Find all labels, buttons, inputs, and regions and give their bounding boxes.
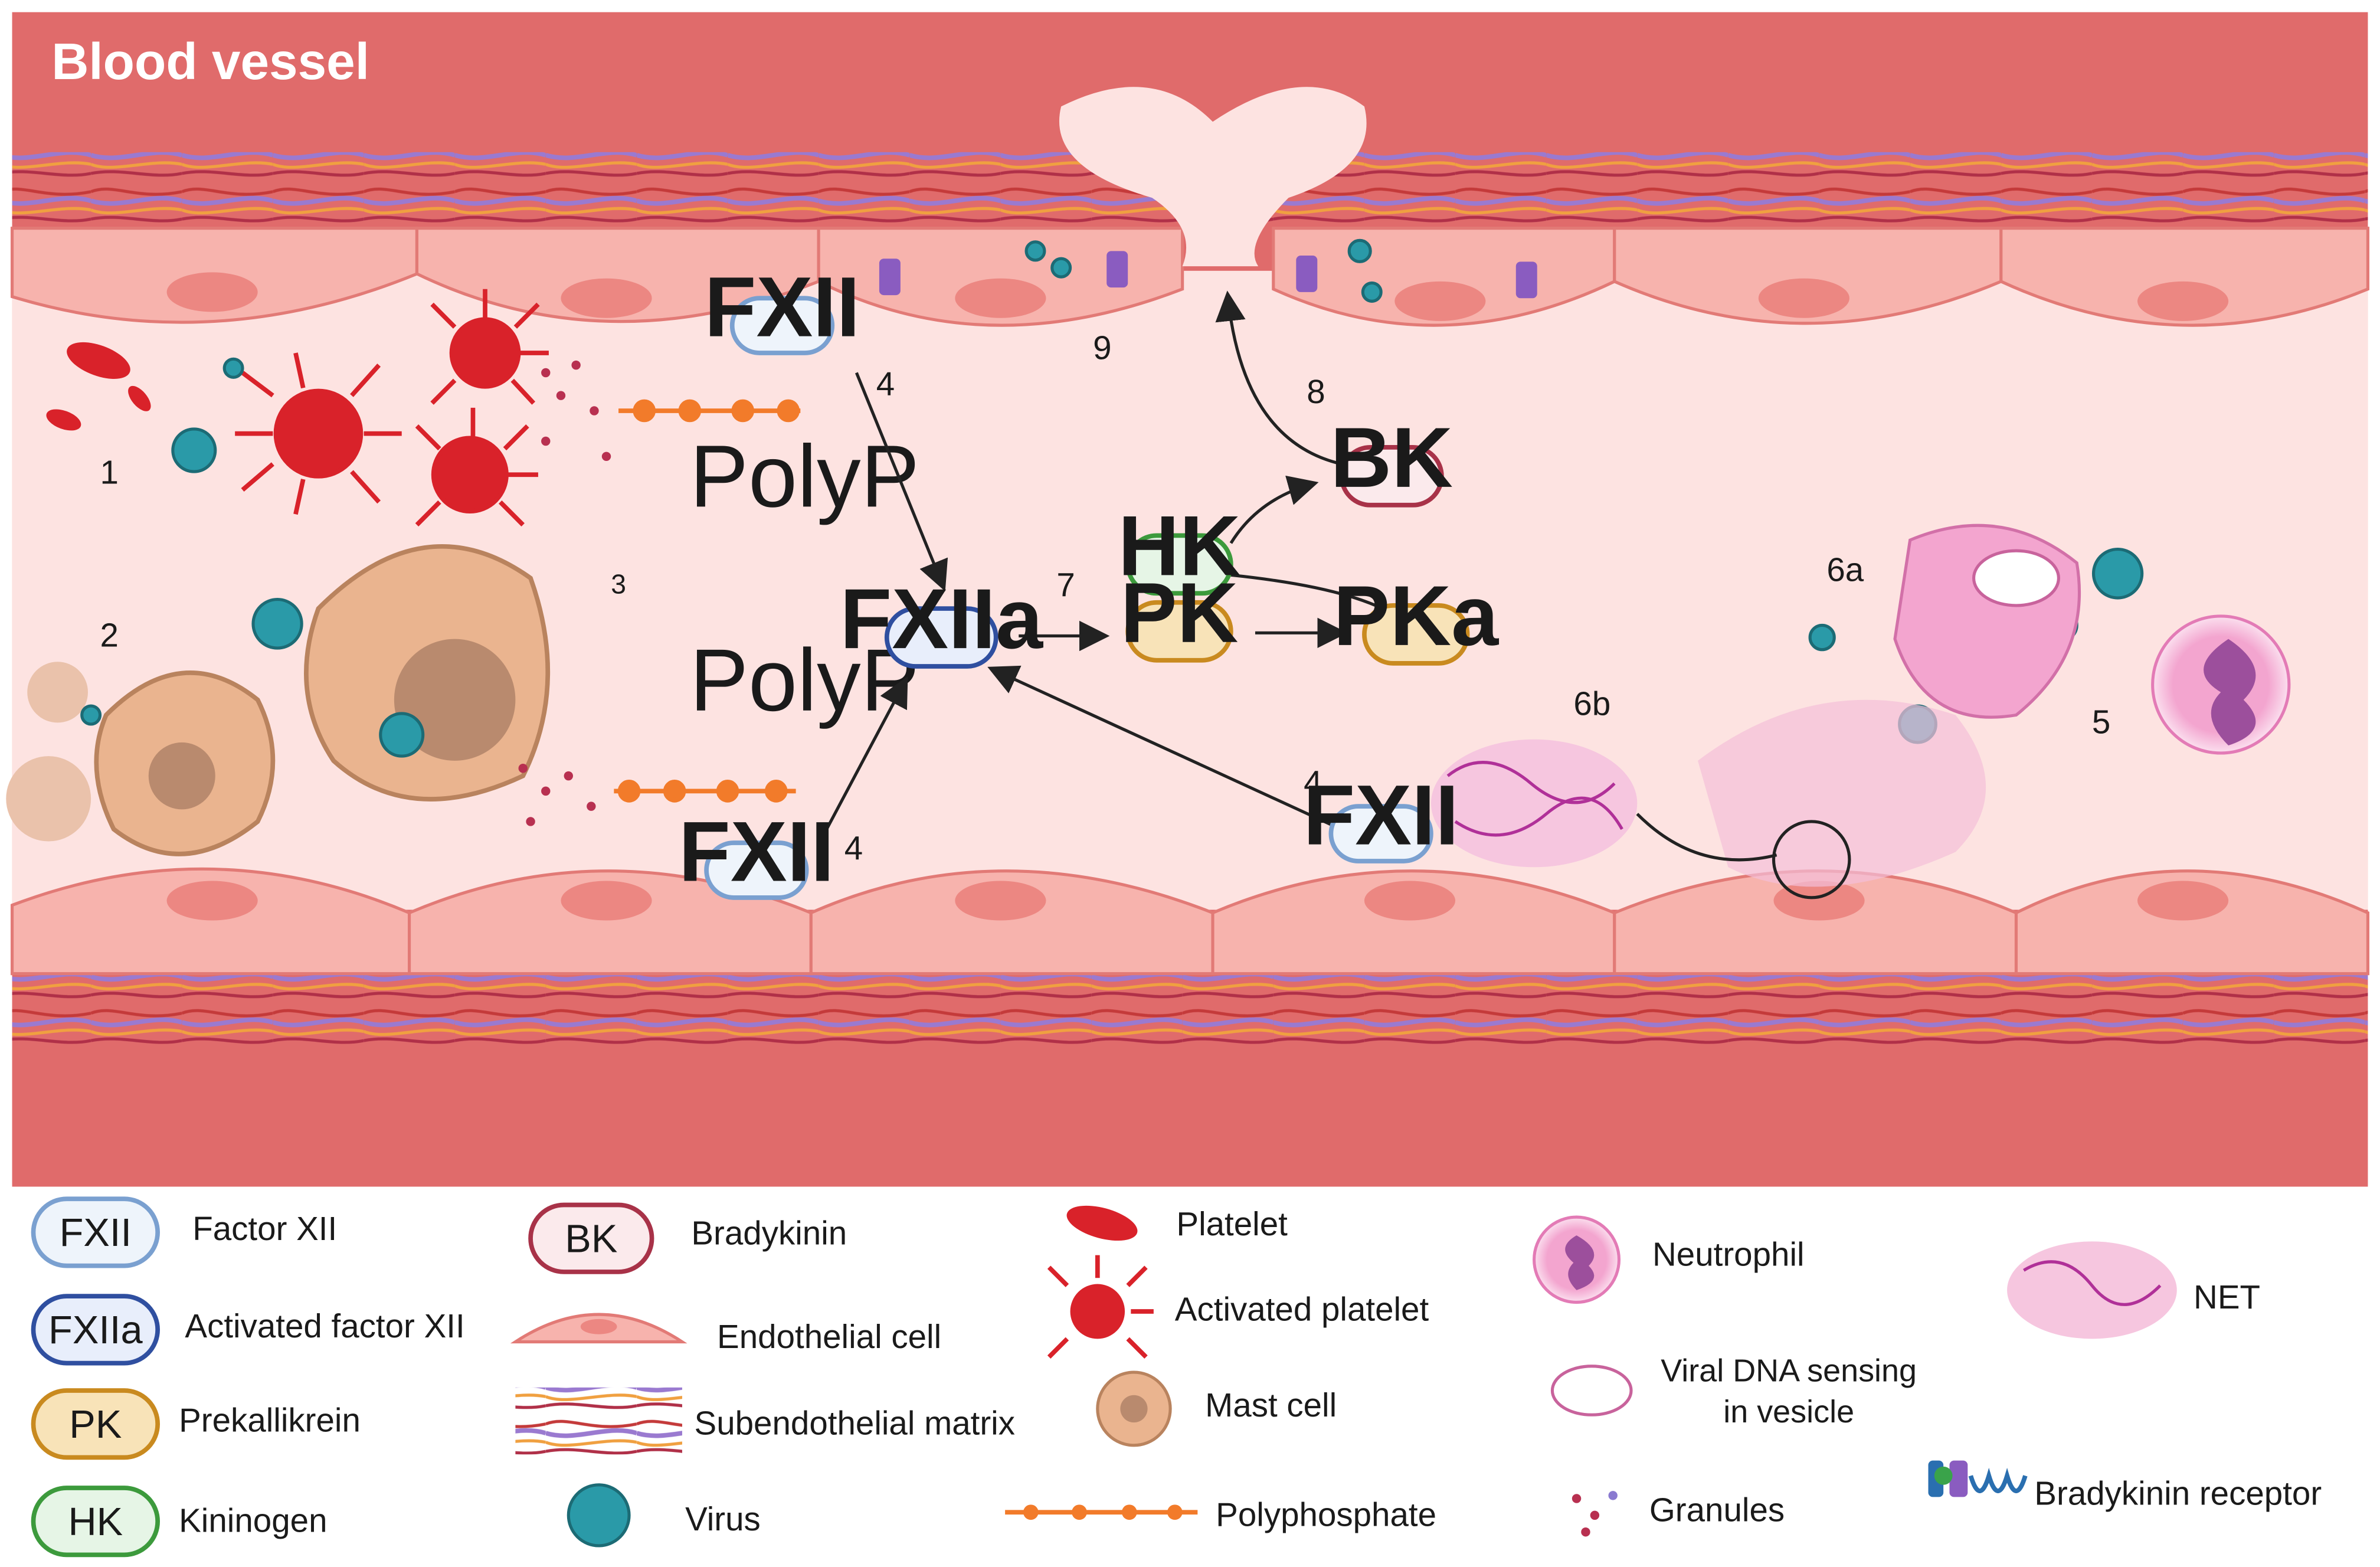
svg-text:Activated platelet: Activated platelet	[1175, 1290, 1429, 1327]
svg-text:FXII: FXII	[1303, 767, 1459, 862]
legend-bk-receptor: Bradykinin receptor	[1928, 1460, 2322, 1512]
legend-net: NET	[2007, 1241, 2260, 1339]
arrow-hk-to-pka	[1230, 573, 1383, 610]
arrow-fxii-bottom-to-fxiia	[817, 676, 908, 845]
polyphosphate-icon	[614, 399, 801, 803]
svg-text:HK: HK	[1118, 498, 1241, 593]
step-5: 5	[2092, 703, 2110, 740]
step-2: 2	[100, 616, 119, 653]
legend-mast-cell: Mast cell	[1096, 1370, 1337, 1447]
svg-text:Prekallikrein: Prekallikrein	[179, 1401, 361, 1438]
svg-text:Polyphosphate: Polyphosphate	[1216, 1496, 1436, 1533]
node-hk: HK	[1118, 498, 1241, 596]
svg-text:Bradykinin: Bradykinin	[691, 1214, 847, 1251]
node-fxii-bottom: FXII	[679, 804, 834, 900]
node-pka: PKa	[1333, 568, 1500, 666]
svg-text:FXIIa: FXIIa	[48, 1308, 143, 1352]
legend-granules: Granules	[1572, 1491, 1785, 1537]
neutrophil-icon	[1698, 524, 2291, 887]
node-fxiia: FXIIa	[840, 571, 1044, 669]
svg-text:BK: BK	[1330, 410, 1453, 505]
arrow-hk-to-bk	[1229, 475, 1319, 544]
node-fxii-top: FXII	[705, 259, 860, 355]
legend-fxiia: FXIIa Activated factor XII	[31, 1294, 465, 1366]
svg-text:Subendothelial matrix: Subendothelial matrix	[695, 1405, 1015, 1442]
step-1: 1	[100, 454, 119, 491]
endothelial-nuclei-top	[166, 272, 2229, 321]
legend-hk: HK Kininogen	[31, 1486, 327, 1558]
matrix-bottom	[12, 973, 2368, 1050]
net-icon	[1430, 739, 1851, 899]
legend: FXII Factor XII FXIIa Activated factor X…	[31, 1196, 2322, 1558]
svg-text:HK: HK	[68, 1500, 123, 1544]
legend-polyphosphate: Polyphosphate	[1005, 1496, 1436, 1533]
step-3: 3	[611, 568, 626, 599]
svg-text:BK: BK	[565, 1216, 617, 1261]
legend-pk: PK Prekallikrein	[31, 1388, 361, 1460]
legend-viral-dna: Viral DNA sensing in vesicle	[1550, 1354, 1917, 1430]
step-4-bottom: 4	[844, 829, 863, 866]
svg-text:FXIIa: FXIIa	[840, 571, 1044, 666]
svg-text:Kininogen: Kininogen	[179, 1502, 327, 1539]
granules-icon	[518, 360, 611, 826]
svg-text:Granules: Granules	[1649, 1491, 1785, 1529]
endothelial-nuclei-bottom	[166, 881, 2229, 921]
legend-platelet: Platelet	[1066, 1205, 1288, 1242]
legend-fxii: FXII Factor XII	[31, 1196, 337, 1268]
svg-text:PKa: PKa	[1333, 568, 1500, 663]
svg-text:Endothelial cell: Endothelial cell	[717, 1318, 941, 1355]
legend-activated-platelet: Activated platelet	[1047, 1255, 1429, 1359]
bradykinin-receptor-icon	[879, 251, 1537, 299]
vascular-leak	[1059, 87, 1367, 267]
step-6b: 6b	[1573, 685, 1610, 722]
step-7: 7	[1056, 566, 1075, 603]
viral-dna-vesicle-icon	[1972, 549, 2060, 607]
step-4-right: 4	[1304, 764, 1322, 801]
mast-cell-icon	[6, 544, 551, 856]
svg-text:FXII: FXII	[705, 259, 860, 354]
legend-endothelial: Endothelial cell	[510, 1313, 941, 1355]
step-9: 9	[1093, 329, 1111, 366]
activated-platelet-icon	[235, 289, 549, 527]
node-fxii-right: FXII	[1303, 767, 1459, 863]
diagram-title: Blood vessel	[51, 32, 369, 90]
svg-text:NET: NET	[2194, 1278, 2260, 1316]
legend-matrix: Subendothelial matrix	[515, 1387, 1015, 1455]
step-4-top: 4	[876, 365, 895, 403]
arrow-bk-to-leak	[1215, 290, 1342, 466]
svg-text:Activated factor XII: Activated factor XII	[185, 1307, 464, 1344]
svg-text:Factor XII: Factor XII	[192, 1210, 337, 1247]
arrow-fxii-right-to-fxiia	[987, 665, 1332, 826]
svg-text:Bradykinin receptor: Bradykinin receptor	[2034, 1474, 2322, 1512]
svg-text:FXII: FXII	[60, 1211, 132, 1255]
polyp-label-top: PolyP	[690, 427, 919, 525]
platelet-icon	[46, 342, 151, 431]
step-8: 8	[1307, 373, 1325, 410]
svg-text:Virus: Virus	[685, 1500, 761, 1537]
endothelium-bottom	[10, 867, 2370, 976]
svg-text:Mast cell: Mast cell	[1205, 1386, 1337, 1424]
svg-text:PK: PK	[69, 1402, 122, 1447]
svg-text:PK: PK	[1121, 565, 1239, 660]
arrow-fxii-top-to-fxiia	[855, 372, 948, 591]
legend-neutrophil: Neutrophil	[1533, 1215, 1805, 1304]
svg-text:FXII: FXII	[679, 804, 834, 899]
svg-text:Neutrophil: Neutrophil	[1652, 1236, 1805, 1273]
svg-text:Platelet: Platelet	[1176, 1205, 1288, 1242]
step-6a: 6a	[1826, 551, 1864, 588]
legend-virus: Virus	[567, 1483, 761, 1548]
node-pk: PK	[1121, 565, 1239, 663]
legend-bk: BK Bradykinin	[528, 1202, 847, 1274]
node-bk: BK	[1330, 410, 1453, 508]
